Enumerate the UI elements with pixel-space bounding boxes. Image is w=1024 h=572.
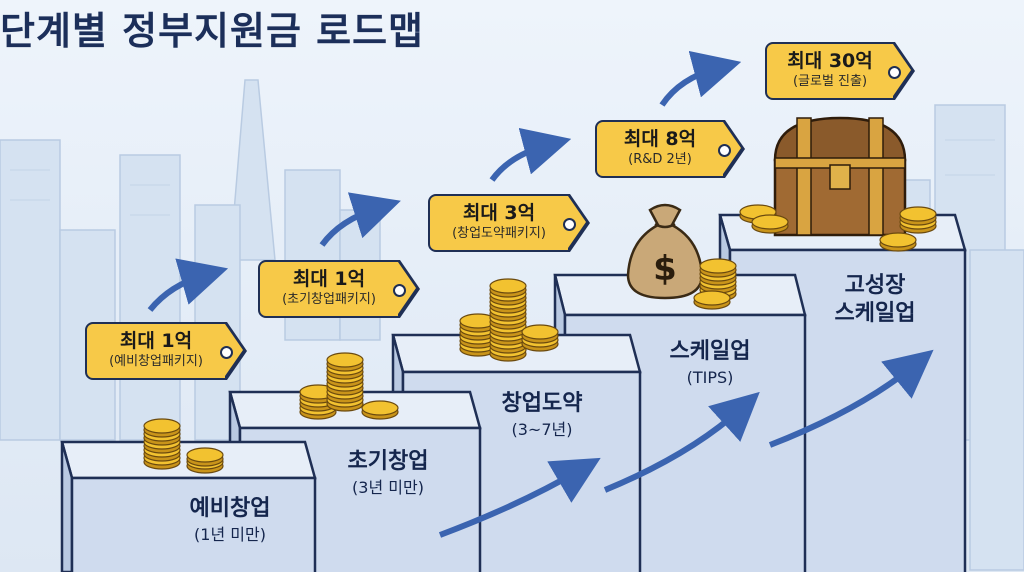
stage-name: 스케일업: [669, 339, 751, 364]
package-label: (글로벌 진출): [792, 74, 868, 89]
stage-period: (3년 미만): [352, 478, 424, 497]
money-bag-icon: $: [626, 203, 737, 310]
stage-period: (1년 미만): [194, 525, 266, 544]
package-label: (예비창업패키지): [109, 354, 203, 369]
amount-tag-2: 최대 1억 (초기창업패키지): [258, 259, 420, 318]
stage-name: 예비창업: [189, 496, 271, 521]
amount-label: 최대 1억: [119, 330, 193, 352]
stage-3-label: 창업도약 (3~7년): [472, 390, 612, 442]
stage-name: 고성장 스케일업: [834, 273, 916, 326]
stage-4-label: 스케일업 (TIPS): [640, 338, 780, 390]
coin-stack-icon: [299, 352, 399, 420]
stage-5-label: 고성장 스케일업: [805, 272, 945, 328]
package-label: (초기창업패키지): [282, 292, 376, 307]
coin-stack-icon: [459, 278, 559, 362]
stage-name: 창업도약: [501, 391, 583, 416]
tag-hole: [888, 66, 901, 79]
stage-name: 초기창업: [347, 449, 429, 474]
tag-hole: [393, 284, 406, 297]
amount-label: 최대 3억: [462, 202, 536, 224]
stage-2-label: 초기창업 (3년 미만): [318, 448, 458, 500]
page-title: 단계별 정부지원금 로드맵: [0, 9, 425, 53]
tag-hole: [718, 144, 731, 157]
amount-label: 최대 1억: [292, 268, 366, 290]
tag-hole: [220, 346, 233, 359]
package-label: (창업도약패키지): [452, 226, 546, 241]
amount-tag-4: 최대 8억 (R&D 2년): [595, 119, 745, 178]
stage-period: (TIPS): [686, 368, 734, 387]
amount-tag-1: 최대 1억 (예비창업패키지): [85, 321, 247, 380]
amount-label: 최대 30억: [787, 50, 873, 72]
stage-period: (3~7년): [511, 420, 573, 439]
amount-label: 최대 8억: [623, 128, 697, 150]
arrow-icon: [147, 50, 934, 538]
package-label: (R&D 2년): [628, 152, 692, 167]
stage-1-label: 예비창업 (1년 미만): [160, 495, 300, 547]
svg-text:$: $: [653, 249, 677, 289]
tag-hole: [563, 218, 576, 231]
treasure-chest-icon: [739, 116, 937, 252]
amount-tag-3: 최대 3억 (창업도약패키지): [428, 193, 590, 252]
amount-tag-5: 최대 30억 (글로벌 진출): [765, 41, 915, 100]
